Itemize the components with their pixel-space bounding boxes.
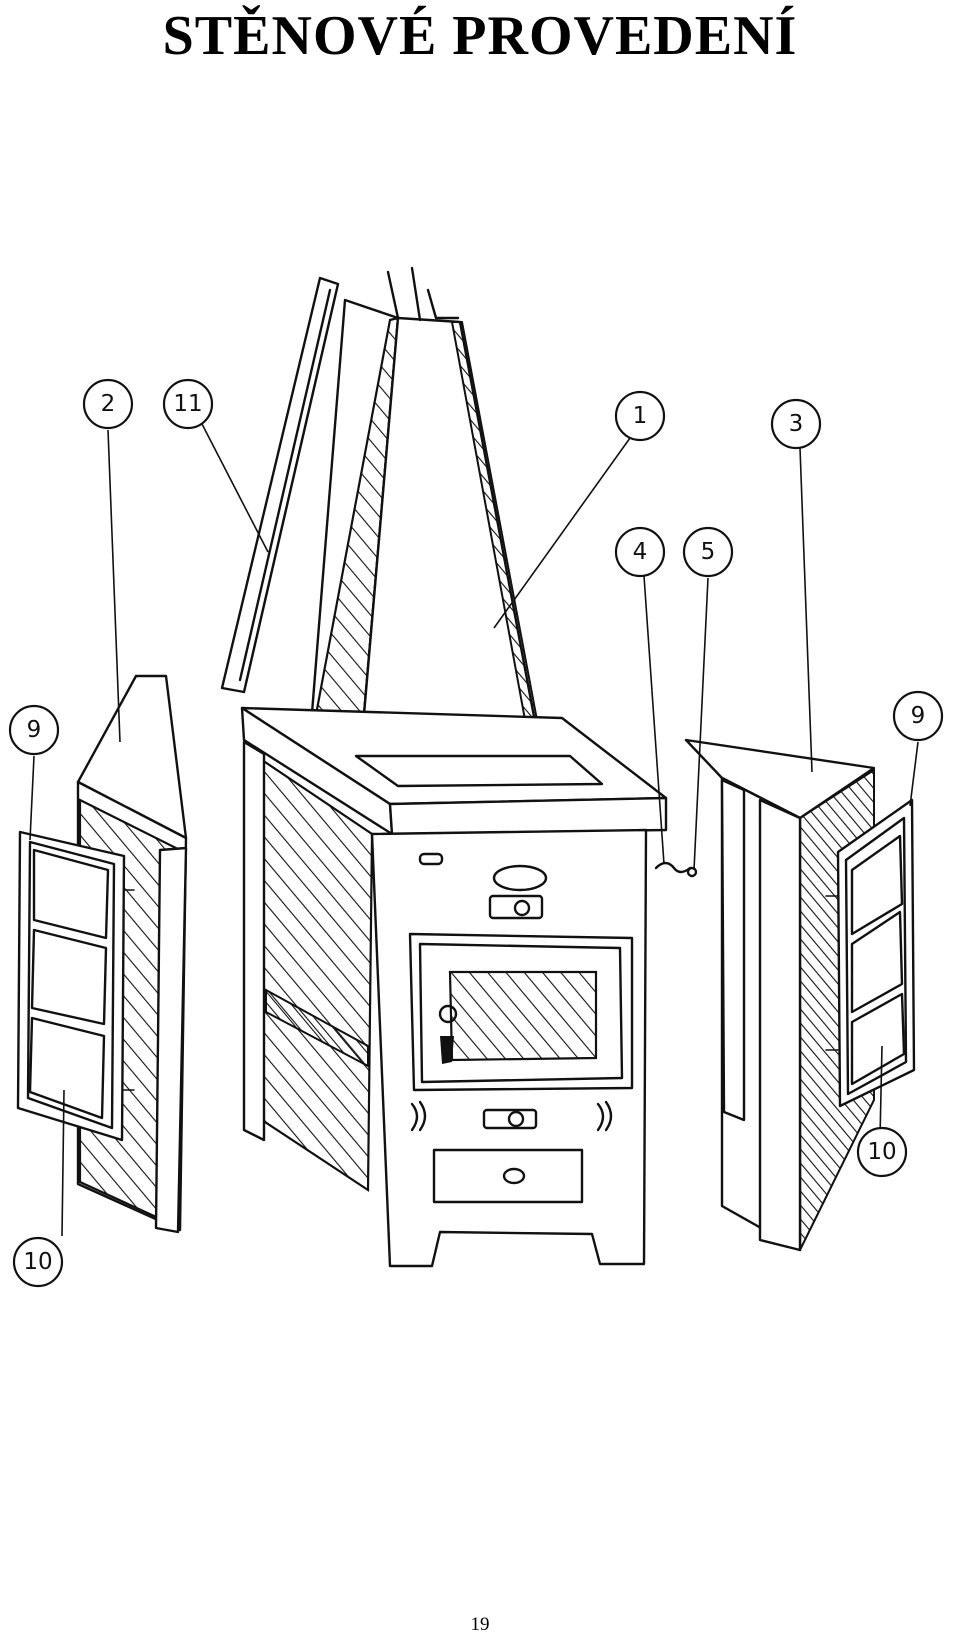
svg-text:4: 4 <box>633 539 648 565</box>
svg-text:11: 11 <box>173 391 202 417</box>
part-11-flue-strip <box>220 276 340 694</box>
ash-drawer <box>410 1100 613 1204</box>
callout-5: 5 <box>682 526 734 578</box>
svg-text:10: 10 <box>867 1139 896 1165</box>
callout-10-left: 10 <box>12 1236 64 1288</box>
page-title: STĚNOVÉ PROVEDENÍ <box>162 5 798 67</box>
part-9-left-door <box>16 830 135 1142</box>
svg-text:2: 2 <box>101 391 116 417</box>
svg-text:5: 5 <box>701 539 716 565</box>
callout-1: 1 <box>614 390 666 442</box>
leader-lines <box>29 423 919 1237</box>
callout-10-right: 10 <box>856 1126 908 1178</box>
callout-4: 4 <box>614 526 666 578</box>
oven-door <box>408 932 634 1092</box>
svg-text:3: 3 <box>789 411 804 437</box>
part-4-5-fittings <box>654 861 698 878</box>
svg-text:10: 10 <box>23 1249 52 1275</box>
svg-text:9: 9 <box>27 717 42 743</box>
callout-9-left: 9 <box>8 704 60 756</box>
part-9-right-door <box>825 798 916 1108</box>
callout-2: 2 <box>82 378 134 430</box>
svg-text:1: 1 <box>633 403 648 429</box>
callout-3: 3 <box>770 398 822 450</box>
part-1-chimney-hood <box>308 266 542 740</box>
svg-text:9: 9 <box>911 703 926 729</box>
stove-left-side <box>242 740 374 1193</box>
page-number: 19 <box>470 1614 490 1635</box>
callout-9-right: 9 <box>892 690 944 742</box>
stove-top-plate <box>240 706 668 836</box>
callout-11: 11 <box>162 378 214 430</box>
